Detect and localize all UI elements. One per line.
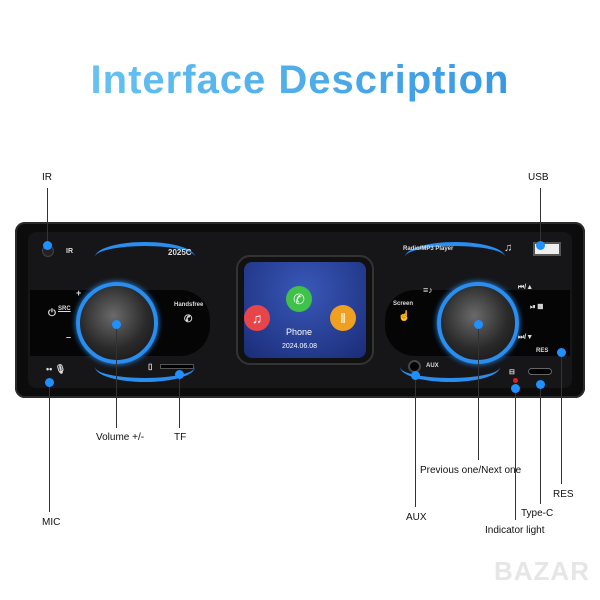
screen-button-text: Screen: [393, 301, 414, 307]
callout-indicator: Indicator light: [485, 525, 545, 536]
callout-line: [47, 188, 48, 245]
plus-icon: +: [76, 288, 82, 298]
typec-port: [528, 368, 552, 375]
indicator-light: [513, 378, 518, 383]
callout-line: [478, 324, 479, 460]
eq-icon: ≡♪: [423, 285, 433, 295]
callout-dot: [111, 319, 121, 329]
minus-icon: –: [66, 332, 72, 342]
screen-date: 2024.06.08: [282, 343, 318, 350]
touch-icon[interactable]: ☝: [398, 311, 411, 322]
callout-line: [540, 384, 541, 504]
callout-dot: [42, 240, 52, 250]
callout-usb: USB: [528, 172, 549, 183]
sd-card-icon: ▯: [148, 362, 153, 371]
power-icon[interactable]: ⏻: [48, 308, 56, 319]
callout-line: [179, 374, 180, 428]
model-text: 2025C: [168, 248, 192, 257]
music-app-icon[interactable]: ♫: [244, 305, 270, 331]
play-pause-icon: ⏯ ▦: [530, 304, 544, 311]
callout-res: RES: [553, 489, 574, 500]
callout-line: [540, 188, 541, 245]
aux-text: AUX: [426, 363, 439, 369]
callout-dot: [44, 377, 54, 387]
callout-dot: [535, 379, 545, 389]
phone-app-icon[interactable]: ✆: [286, 286, 312, 312]
callout-prev-next: Previous one/Next one: [420, 465, 522, 476]
mic-icon: •• 🎙: [46, 364, 67, 374]
callout-dot: [535, 240, 545, 250]
callout-volume: Volume +/-: [96, 432, 145, 443]
callout-mic: MIC: [42, 517, 61, 528]
callout-typec: Type-C: [521, 508, 554, 519]
radio-label: Radio/MP3 Player: [403, 246, 454, 252]
tf-slot: [160, 364, 194, 369]
callout-dot: [510, 383, 520, 393]
accent-arc: [400, 352, 500, 382]
callout-line: [415, 375, 416, 507]
battery-icon: ⊟: [509, 369, 515, 376]
callout-line: [49, 382, 50, 512]
src-text: SRC: [58, 306, 71, 312]
callout-line: [561, 352, 562, 484]
res-text: RES: [536, 348, 549, 354]
callout-dot: [556, 347, 566, 357]
callout-ir: IR: [42, 172, 52, 183]
watermark-logo: BAZAR: [494, 556, 590, 586]
callout-dot: [473, 319, 483, 329]
phone-icon[interactable]: ✆: [184, 314, 193, 325]
next-down-icon: ⏭/▼: [518, 334, 534, 341]
prev-up-icon: ⏮/▲: [518, 284, 534, 291]
callout-dot: [410, 370, 420, 380]
page-title: Interface Description: [0, 58, 600, 103]
usb-icon: ♫: [504, 242, 513, 254]
handsfree-text: Handsfree: [174, 302, 204, 308]
callout-dot: [174, 369, 184, 379]
ir-text: IR: [66, 248, 73, 255]
app-label: Phone: [286, 327, 313, 337]
callout-tf: TF: [174, 432, 187, 443]
callout-line: [116, 324, 117, 428]
accent-arc: [95, 242, 195, 272]
callout-aux: AUX: [406, 512, 427, 523]
aux-app-icon[interactable]: ‖: [330, 305, 356, 331]
accent-arc: [405, 242, 505, 272]
accent-arc: [95, 352, 195, 382]
callout-line: [515, 388, 516, 520]
